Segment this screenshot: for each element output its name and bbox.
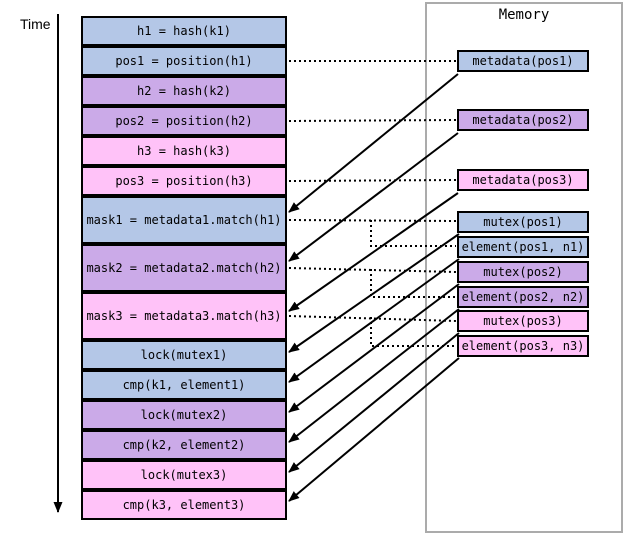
timeline-step-pos3: pos3 = position(h3): [81, 166, 287, 196]
timeline-step-pos2: pos2 = position(h2): [81, 106, 287, 136]
memory-cell-metadata-pos2: metadata(pos2): [457, 109, 589, 131]
timeline-step-mask3: mask3 = metadata3.match(h3): [81, 292, 287, 340]
timeline-step-lock2: lock(mutex2): [81, 400, 287, 430]
memory-cell-metadata-pos1: metadata(pos1): [457, 50, 589, 72]
timeline-step-h2: h2 = hash(k2): [81, 76, 287, 106]
memory-cell-mutex-pos3: mutex(pos3): [457, 310, 589, 332]
timeline-step-mask2: mask2 = metadata2.match(h2): [81, 244, 287, 292]
time-axis-label: Time: [20, 16, 51, 32]
timeline-step-pos1: pos1 = position(h1): [81, 46, 287, 76]
timeline-step-lock3: lock(mutex3): [81, 460, 287, 490]
timeline-step-mask1: mask1 = metadata1.match(h1): [81, 196, 287, 244]
timeline-step-h3: h3 = hash(k3): [81, 136, 287, 166]
timeline-step-lock1: lock(mutex1): [81, 340, 287, 370]
memory-cell-mutex-pos2: mutex(pos2): [457, 261, 589, 283]
timeline-step-cmp1: cmp(k1, element1): [81, 370, 287, 400]
memory-cell-element-pos2: element(pos2, n2): [457, 286, 589, 308]
memory-title: Memory: [498, 7, 550, 23]
memory-cell-element-pos1: element(pos1, n1): [457, 236, 589, 258]
memory-cell-metadata-pos3: metadata(pos3): [457, 169, 589, 191]
timeline-step-h1: h1 = hash(k1): [81, 16, 287, 46]
memory-cell-mutex-pos1: mutex(pos1): [457, 211, 589, 233]
timeline-step-cmp2: cmp(k2, element2): [81, 430, 287, 460]
timeline-step-cmp3: cmp(k3, element3): [81, 490, 287, 520]
memory-cell-element-pos3: element(pos3, n3): [457, 335, 589, 357]
